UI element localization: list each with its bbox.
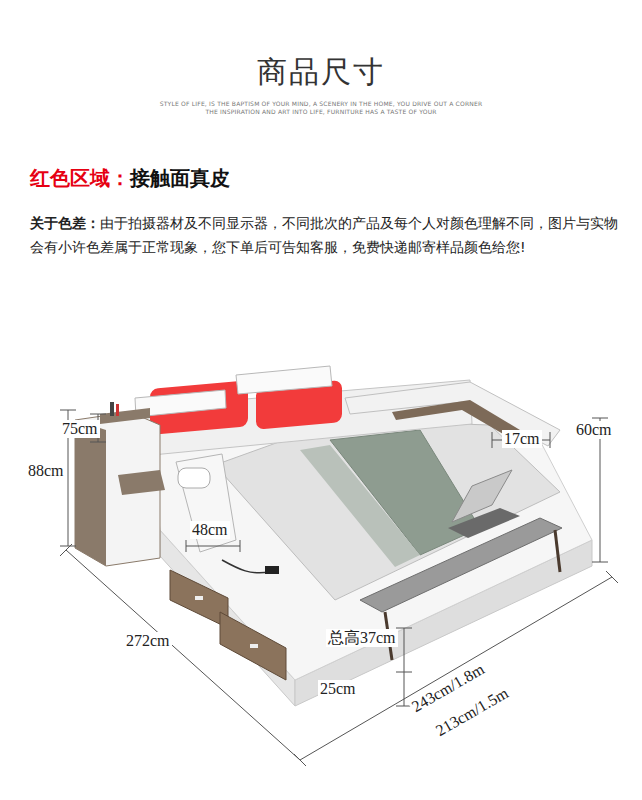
nightstand-top (100, 408, 150, 424)
headrest (236, 366, 332, 394)
pen (116, 404, 119, 416)
side-table (118, 470, 165, 495)
bench-leg (555, 530, 560, 572)
note-heading: 关于色差： (30, 215, 100, 231)
title: 商品尺寸 (0, 52, 642, 93)
dimension: 88cm (26, 462, 66, 480)
tagline: THE INSPIRATION AND ART INTO LIFE, FURNI… (205, 109, 436, 116)
remote (265, 566, 279, 574)
recliner (176, 454, 236, 552)
dimension: 25cm (318, 680, 358, 698)
drawer (220, 612, 286, 680)
nightstand-side (75, 420, 106, 566)
color-note: 由于拍摄器材及不同显示器，不同批次的产品及每个人对颜色理解不同，图片与实物会有小… (30, 215, 618, 255)
tagline: STYLE OF LIFE, IS THE BAPTISM OF YOUR MI… (160, 101, 483, 108)
blanket-fold (300, 445, 420, 567)
pen (110, 402, 114, 416)
laptop (452, 470, 512, 522)
dimension: 272cm (124, 632, 172, 650)
dimension: 60cm (574, 421, 614, 439)
dimension: 48cm (190, 521, 230, 539)
dimension: 总高37cm (326, 629, 398, 647)
note-paragraph: 关于色差：由于拍摄器材及不同显示器，不同批次的产品及每个人对颜色理解不同，图片与… (30, 211, 618, 259)
neck-pillow (178, 468, 210, 488)
shelf-wood (392, 400, 520, 438)
dimension: 17cm (502, 430, 542, 448)
dimension-lines (60, 410, 618, 766)
drawer-handle (195, 596, 203, 600)
mattress (215, 420, 560, 600)
drawer (170, 570, 228, 628)
leather-note: 接触面真皮 (130, 167, 230, 190)
drawer-handle (250, 644, 258, 648)
remote-cable (222, 560, 270, 573)
dimension: 75cm (60, 420, 100, 438)
red-area-label: 红色区域： (30, 167, 130, 190)
